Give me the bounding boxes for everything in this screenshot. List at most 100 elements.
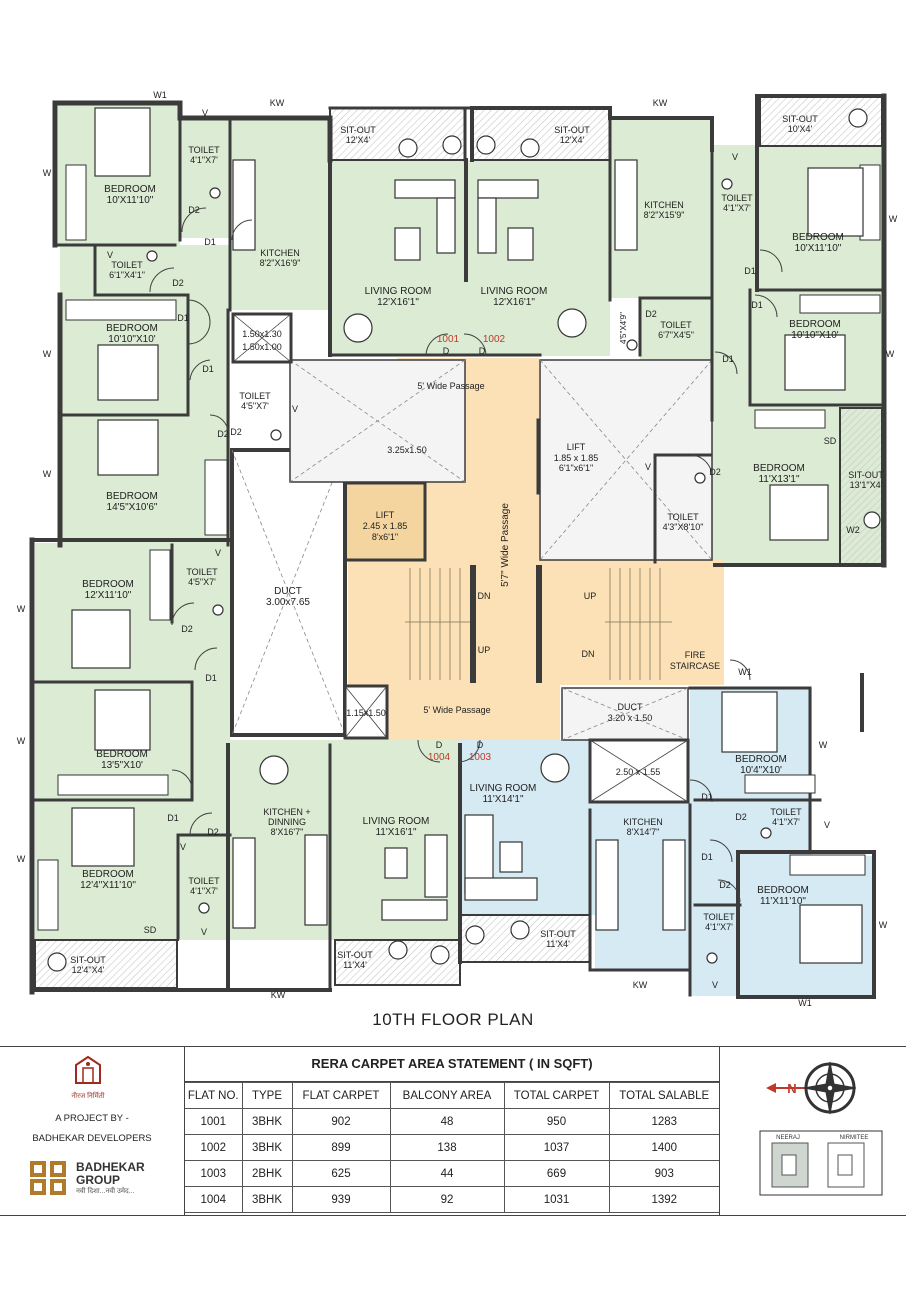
main-door-label: D [443,346,450,356]
door-label: D2 [719,880,731,890]
table-cell: 1001 [185,1108,243,1135]
developer-name: BADHEKAR DEVELOPERS [32,1133,152,1144]
room-label: BEDROOM [82,869,134,880]
room-size: 8'X14'7" [627,827,660,837]
room-size: 12'4"X11'10" [80,880,136,891]
column-header: FLAT CARPET [291,1082,391,1109]
room-label: DINNING [268,817,306,827]
table-cell: 44 [389,1160,505,1187]
wardrobes [37,164,881,931]
shaft-size: 1.50x1.30 [242,329,282,339]
north-label: N [787,1081,796,1096]
ventilator-label: V [824,820,830,830]
stair-label: UP [584,591,597,601]
room-label: BEDROOM [104,184,156,195]
room-label: TOILET [721,193,753,203]
table-cell: 3BHK [241,1186,293,1213]
door-label: D2 [217,429,229,439]
table-row: 1001 3BHK 902 48 950 1283 [185,1108,719,1135]
ventilator-label: V [202,108,208,118]
table-cell: 3BHK [241,1108,293,1135]
kitchen-window-label: KW [271,990,286,1000]
passage-label: 5'7" Wide Passage [500,503,511,587]
table-cell: 48 [389,1108,505,1135]
door-label: D1 [722,354,734,364]
table-cell: 1037 [503,1134,610,1161]
passage-label: 5' Wide Passage [423,705,490,715]
room-size: 13'5"X10' [101,760,143,771]
ventilator-label: V [645,462,651,472]
room-size: 11'X13'1" [758,474,800,485]
kitchen-window-label: KW [633,980,648,990]
duct-size: 3.00x7.65 [266,597,310,608]
room-size: 10'10"X10' [108,334,155,345]
room-size: 4'1"X7' [190,155,218,165]
door-label: D2 [645,309,657,319]
key-plan-label: NIRMITEE [840,1135,869,1141]
kitchen-window-label: KW [270,98,285,108]
ventilator-label: V [712,980,718,990]
room-size: 11'X4' [546,939,570,949]
main-door-label: D [477,740,484,750]
room-label: LIVING ROOM [470,783,537,794]
room-label: SIT-OUT [540,929,576,939]
room-label: LIVING ROOM [363,816,430,827]
plan-title: 10TH FLOOR PLAN [372,1010,534,1029]
room-label: BEDROOM [82,579,134,590]
room-size: 11'X14'1" [482,794,524,805]
table-cell: 903 [608,1160,719,1187]
key-plan-label: NEERAJ [776,1135,800,1141]
room-size: 14'5"X10'6" [107,502,158,513]
lift-size: 2.45 x 1.85 [363,521,408,531]
room-size: 6'1"X4'1" [109,270,145,280]
lift-size: 1.85 x 1.85 [554,453,599,463]
neeraj-nirmitee-logo: नीरज निर्मिती [70,1055,106,1101]
room-label: SIT-OUT [70,955,106,965]
table-cell: 625 [291,1160,391,1187]
door-label: D2 [207,827,219,837]
table-cell: 669 [503,1160,610,1187]
window-label: W2 [846,525,860,535]
room-label: SIT-OUT [340,125,376,135]
group-tagline: नवी दिशा...नवी उमेद... [76,1188,135,1195]
room-label: TOILET [770,807,802,817]
room-size: 4'1"X7' [705,922,733,932]
room-label: TOILET [186,567,218,577]
room-size: 4'5"X7' [241,401,269,411]
branding: नीरज निर्मिती A PROJECT BY - BADHEKAR DE… [0,1047,184,1215]
door-label: D1 [204,237,216,247]
sliding-door-label: SD [824,436,837,446]
table-cell: 3BHK [241,1134,293,1161]
flat-number: 1004 [428,752,451,763]
shaft-size: 1.15x1.50 [346,708,386,718]
window-label: W1 [798,998,812,1008]
ventilator-label: V [201,927,207,937]
room-label: SIT-OUT [782,114,818,124]
lift-size: 8'x6'1" [372,532,398,542]
table-cell: 902 [291,1108,391,1135]
room-size: 4'1"X7' [772,817,800,827]
flat-number: 1002 [483,334,506,345]
stair-label: DN [582,649,595,659]
lift-label: LIFT [376,510,395,520]
room-size: 8'2"X16'9" [260,258,301,268]
ventilator-label: V [180,842,186,852]
window-label: W [886,349,895,359]
sliding-door-label: SD [144,925,157,935]
door-label: D2 [181,624,193,634]
ventilator-label: V [107,250,113,260]
window-label: W [43,469,52,479]
room-label: TOILET [660,320,692,330]
room-label: BEDROOM [753,463,805,474]
door-label: D2 [188,205,200,215]
room-label: SIT-OUT [337,950,373,960]
room-size: 10'X4' [788,124,813,134]
door-label: D1 [701,852,713,862]
room-label: KITCHEN [644,200,684,210]
room-label: BEDROOM [106,491,158,502]
table-cell: 1392 [608,1186,719,1213]
north-arrow-icon: N [766,1081,810,1096]
room-size: 4'3"X8'10" [663,522,704,532]
window-label: W [17,854,26,864]
